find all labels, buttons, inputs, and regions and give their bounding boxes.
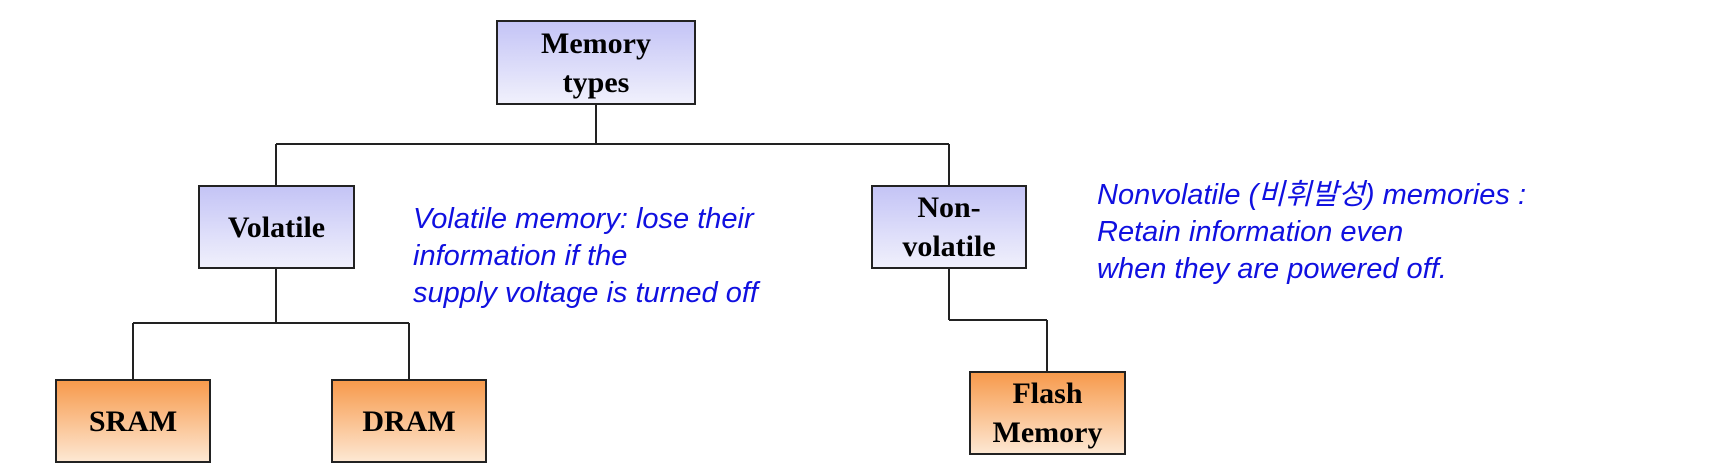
node-volatile: Volatile (198, 185, 355, 269)
node-dram: DRAM (331, 379, 487, 463)
node-nonvolatile: Non- volatile (871, 185, 1027, 269)
nonvolatile-description-line: when they are powered off. (1097, 253, 1447, 285)
volatile-description: Volatile memory: lose their information … (413, 201, 758, 312)
node-memory-types: Memory types (496, 20, 696, 105)
nonvolatile-description-line: Nonvolatile (비휘발성) memories : (1097, 179, 1527, 211)
node-sram: SRAM (55, 379, 211, 463)
nonvolatile-description-line: Retain information even (1097, 216, 1404, 248)
node-flash-memory: Flash Memory (969, 371, 1126, 455)
volatile-description-line: Volatile memory: lose their (413, 203, 754, 235)
nonvolatile-description: Nonvolatile (비휘발성) memories : Retain inf… (1097, 177, 1526, 288)
volatile-description-line: supply voltage is turned off (413, 277, 758, 309)
volatile-description-line: information if the (413, 240, 628, 272)
